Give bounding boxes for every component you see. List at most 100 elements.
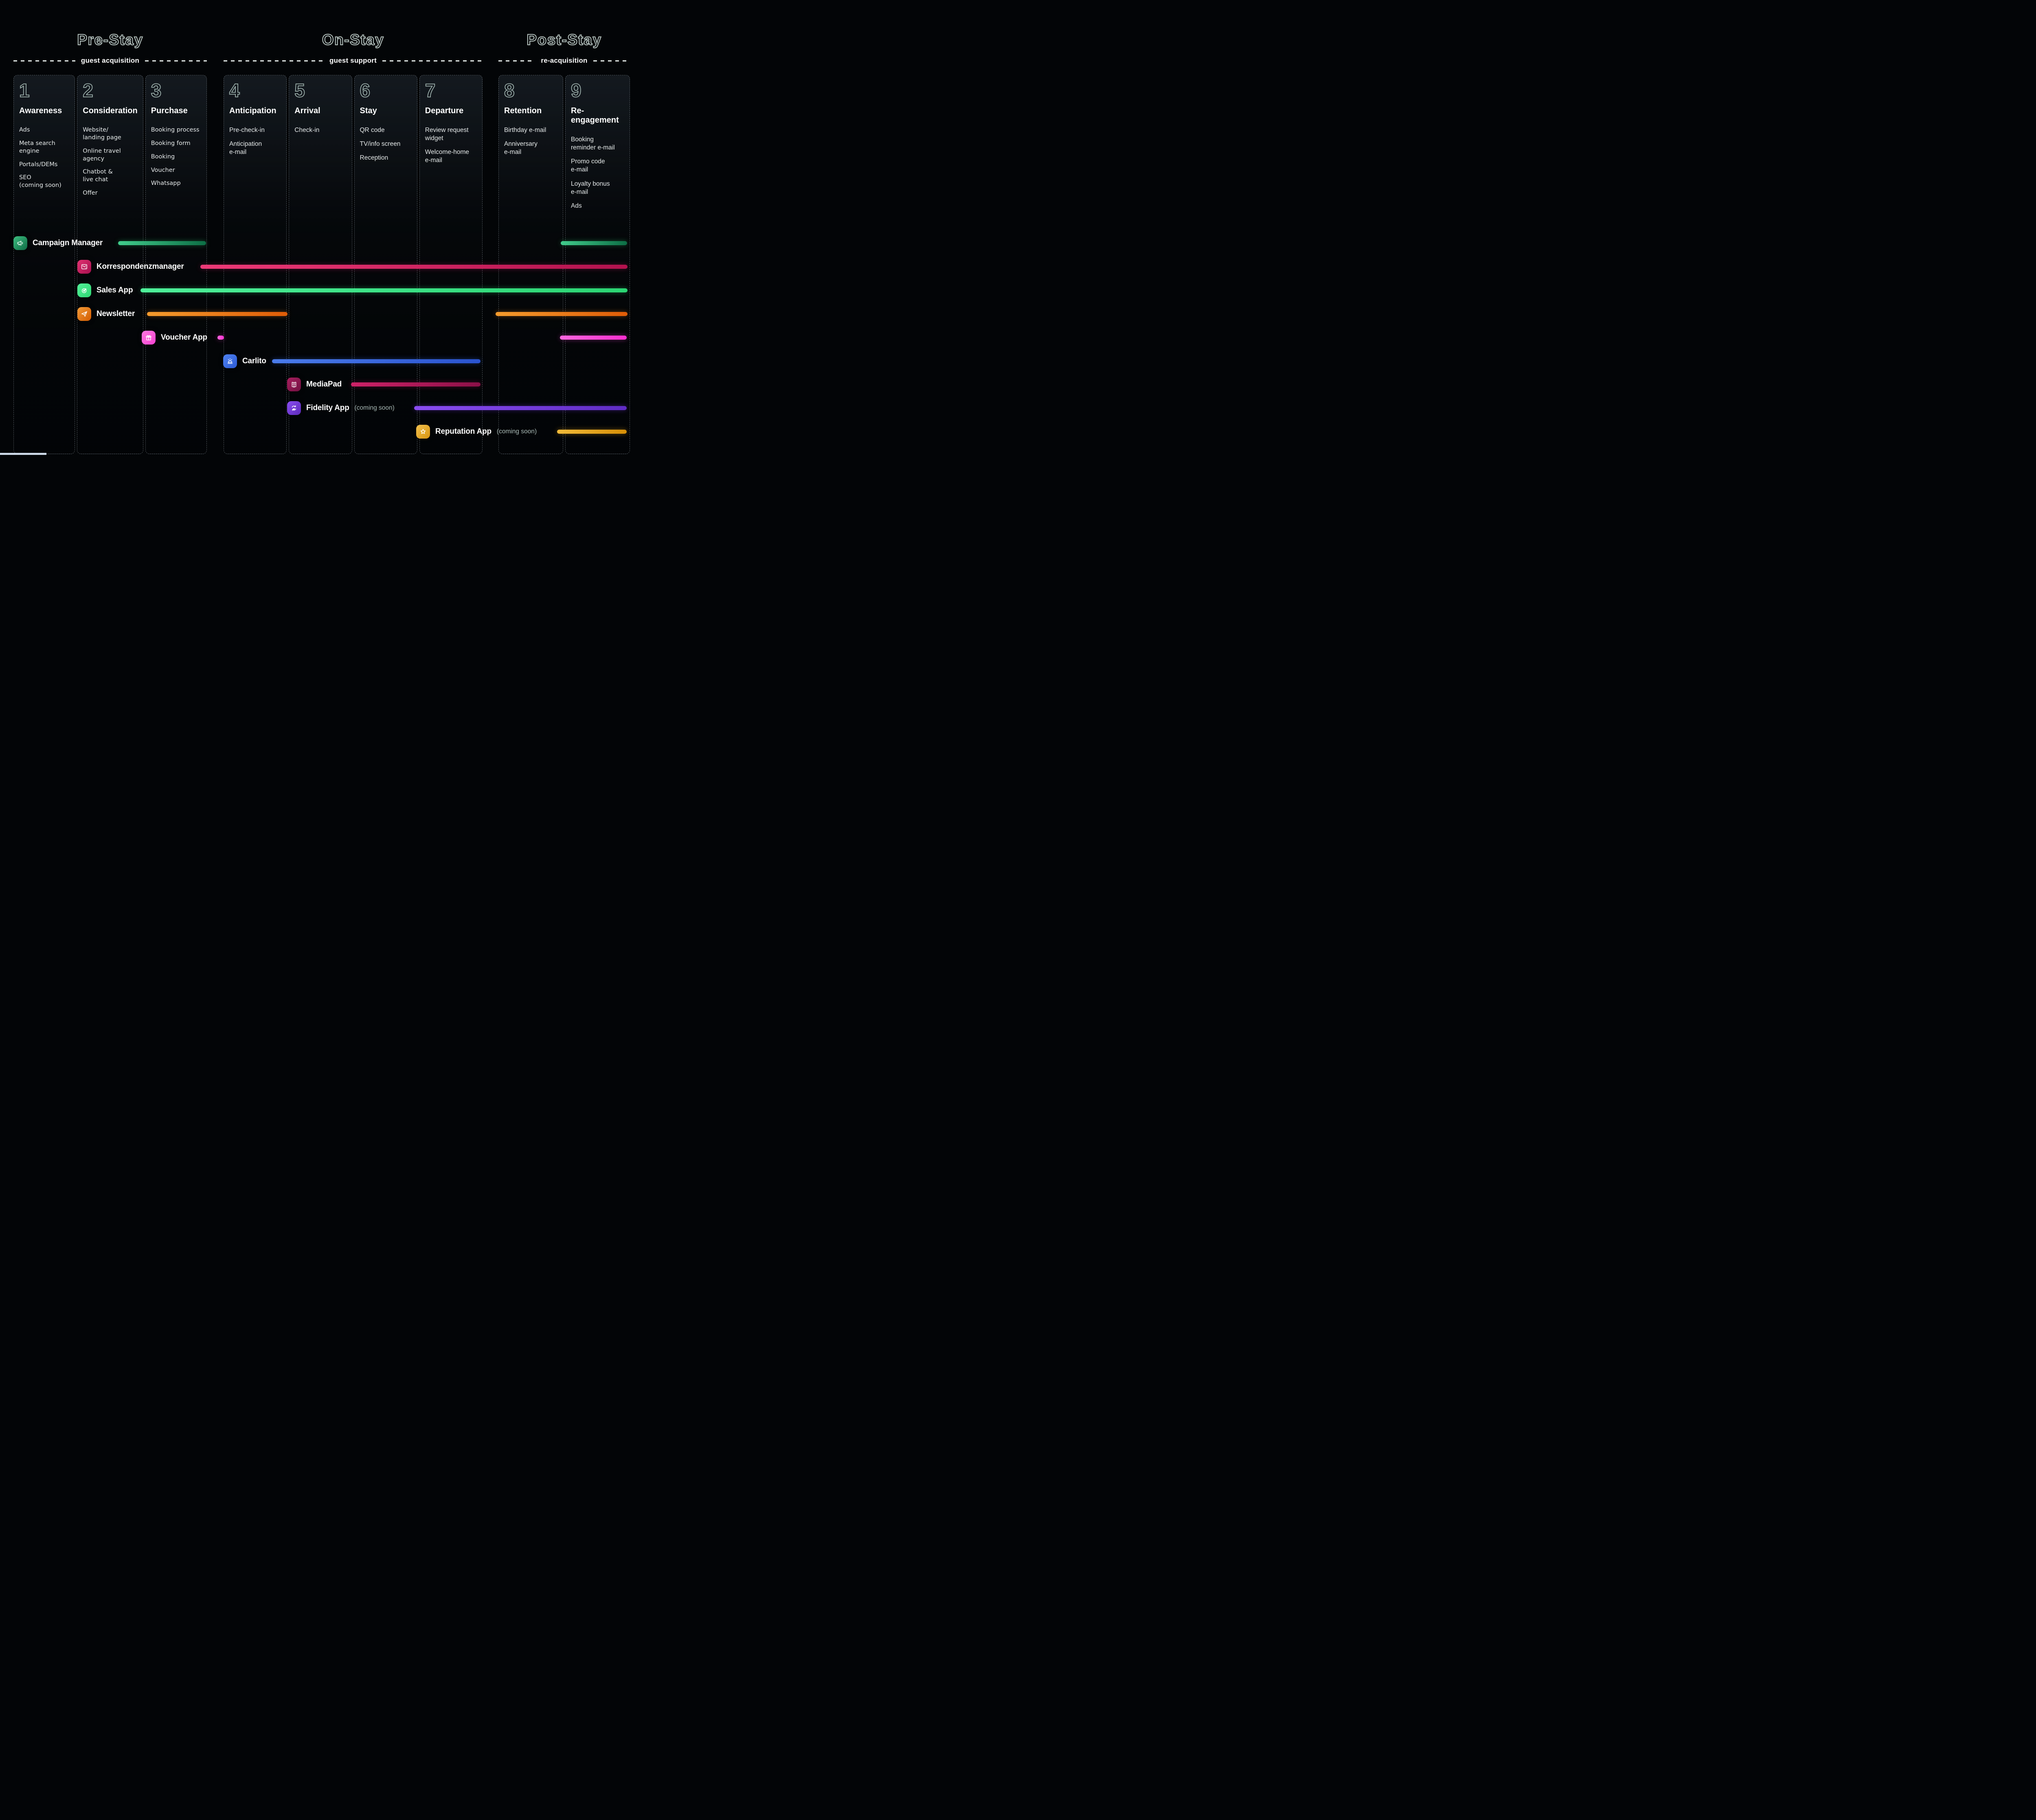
column-item: Anniversary e-mail [504,141,538,156]
product-row-carlito: Carlito [223,354,266,368]
column-retention: 8 Retention Birthday e-mail Anniversary … [498,75,563,454]
column-item: Reception [360,154,388,162]
column-number: 8 [504,80,515,101]
product-label: Carlito [242,357,266,365]
column-item: Website/ landing page [83,127,121,141]
column-item: Meta search engine [19,140,55,154]
column-item: Welcome-home e-mail [425,149,470,164]
product-row-mediapad: MediaPad [287,378,342,391]
column-item: Ads [571,202,582,209]
column-item: TV/info screen [360,141,401,148]
column-stay: 6 Stay QR code TV/info screen Reception [354,75,417,454]
timeline-bar-voucher-app [560,336,627,340]
phase-title: Pre-Stay [77,31,143,48]
timeline-bar-mediapad [351,382,480,386]
column-number: 5 [294,80,305,101]
column-number: 3 [151,80,162,101]
phase-title: On-Stay [322,31,384,48]
column-items: Pre-check-in Anticipation e-mail [229,126,281,156]
column-items: Booking reminder e-mail Promo code e-mai… [571,136,624,210]
column-arrival: 5 Arrival Check-in [289,75,352,454]
column-item: SEO (coming soon) [19,174,61,189]
column-number: 6 [360,80,371,101]
column-items: Check-in [294,126,346,134]
phase-post-stay: Post-Stay re-acquisition 8 Retention Bir… [498,31,630,454]
column-title: Arrival [294,106,320,115]
column-item: Booking reminder e-mail [571,136,615,151]
column-title: Consideration [83,106,138,115]
product-label: Campaign Manager [33,239,103,247]
timeline-bar-fidelity-app [414,406,627,410]
timeline-bar-reputation-app [557,430,627,434]
product-label: MediaPad [306,380,342,389]
target-icon [77,283,91,297]
envelope-icon [77,260,91,274]
column-item: Check-in [294,127,320,134]
star-icon [416,425,430,439]
dashed-line [224,60,324,61]
phase-on-stay: On-Stay guest support 4 Anticipation Pre… [224,31,483,454]
column-title: Re- engagement [571,106,619,125]
column-re-engagement: 9 Re- engagement Booking reminder e-mail… [565,75,630,454]
column-items: Review request widget Welcome-home e-mai… [425,126,477,165]
column-item: QR code [360,127,385,134]
column-item: Chatbot & live chat [83,169,113,183]
column-title: Awareness [19,106,62,115]
dashed-line [382,60,483,61]
product-row-sales-app: Sales App [77,283,133,297]
column-item: Offer [83,190,98,197]
column-items: Ads Meta search engine Portals/DEMs SEO … [19,126,69,189]
column-item: Online travel agency [83,147,121,162]
column-number: 2 [82,80,93,101]
column-title: Departure [425,106,464,115]
product-label: Voucher App [161,333,207,342]
bottom-edge-strip [0,453,46,455]
column-item: Booking process [151,127,200,133]
open-book-icon [287,378,301,391]
phase-pre-stay: Pre-Stay guest acquisition 1 Awareness A… [13,31,207,454]
column-items: Website/ landing page Online travel agen… [83,126,137,197]
product-label: Newsletter [97,310,135,318]
timeline-bar-newsletter [147,312,287,316]
phase-subtitle-row: guest support [224,56,483,65]
timeline-bar-carlito [272,359,480,363]
column-item: Portals/DEMs [19,161,58,168]
dashed-line [145,60,207,61]
product-row-campaign-manager: Campaign Manager [13,236,103,250]
column-anticipation: 4 Anticipation Pre-check-in Anticipation… [224,75,287,454]
column-title: Anticipation [229,106,276,115]
product-row-reputation-app: Reputation App (coming soon) [416,425,537,439]
loyalty-sync-icon [287,401,301,415]
phase-subtitle: re-acquisition [541,57,588,64]
column-item: Booking form [151,140,191,147]
column-title: Retention [504,106,542,115]
column-number: 7 [425,80,436,101]
coming-soon-label: (coming soon) [496,428,537,435]
column-items: QR code TV/info screen Reception [360,126,412,162]
column-item: Whatsapp [151,180,181,187]
column-departure: 7 Departure Review request widget Welcom… [419,75,483,454]
timeline-bar-newsletter [496,312,627,316]
dashed-line [593,60,630,61]
timeline-bar-campaign-manager [561,241,627,245]
phase-title: Post-Stay [526,31,602,48]
column-title: Purchase [151,106,188,115]
column-item: Promo code e-mail [571,158,605,173]
timeline-bar-voucher-app [217,336,224,340]
megaphone-icon [13,236,27,250]
dashed-line [13,60,75,61]
column-number: 9 [570,80,581,101]
timeline-bar-sales-app [140,288,627,292]
timeline-bar-campaign-manager [118,241,206,245]
column-number: 4 [229,80,240,101]
customer-journey-poster: Pre-Stay guest acquisition 1 Awareness A… [0,0,642,455]
column-item: Ads [19,127,30,133]
paper-plane-icon [77,307,91,321]
product-row-voucher-app: Voucher App [142,331,207,345]
column-items: Birthday e-mail Anniversary e-mail [504,126,557,156]
column-items: Booking process Booking form Booking Vou… [151,126,201,187]
dashed-line [498,60,535,61]
column-item: Voucher [151,167,175,173]
column-number: 1 [19,80,30,101]
column-item: Anticipation e-mail [229,141,262,156]
